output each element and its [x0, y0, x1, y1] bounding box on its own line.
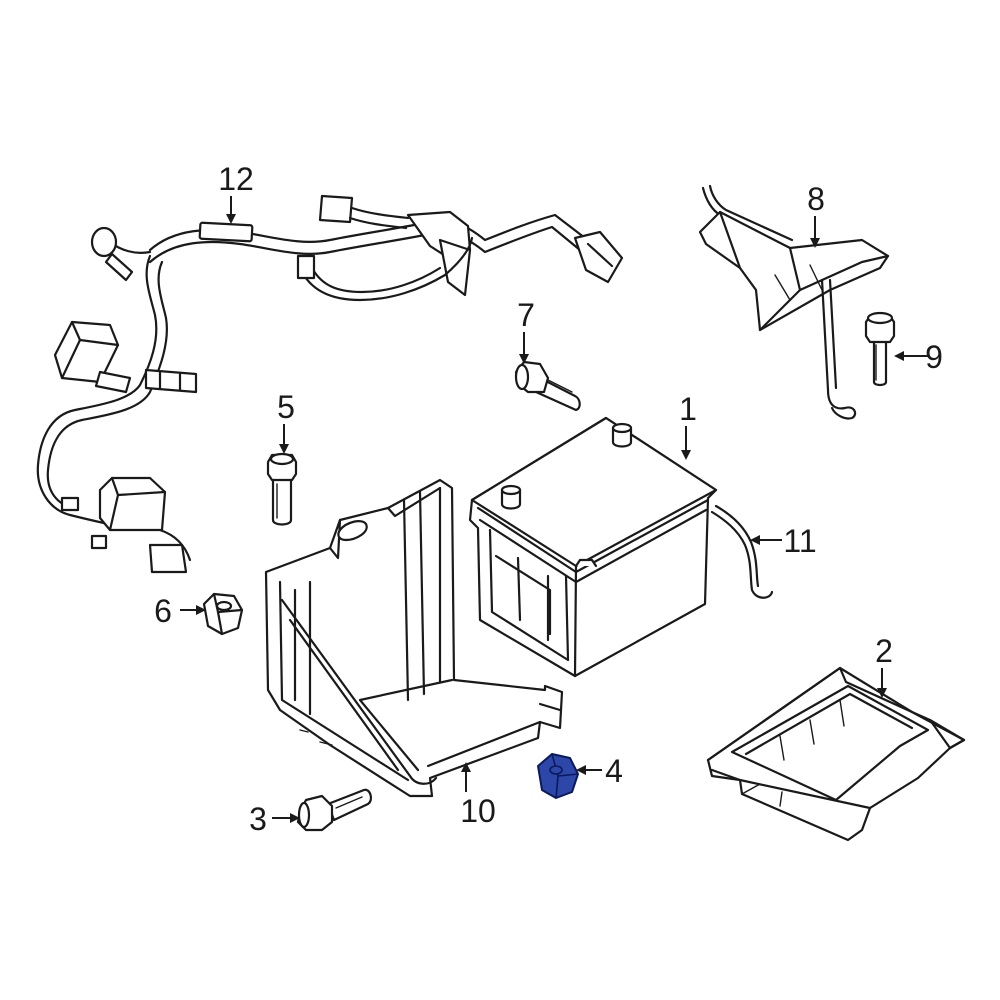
callout-4: 4: [605, 753, 623, 789]
callout-6: 6: [154, 593, 172, 629]
callout-2: 2: [875, 633, 893, 669]
bolt-7[interactable]: [514, 360, 581, 412]
bolt-3[interactable]: [296, 788, 373, 832]
callout-10: 10: [460, 793, 496, 829]
callout-8: 8: [807, 181, 825, 217]
callout-3: 3: [249, 801, 267, 837]
battery[interactable]: [468, 416, 718, 678]
callout-labels: 12 8 9 7 1 5 11 6 2 4 10 3: [154, 161, 943, 837]
callout-7: 7: [517, 297, 535, 333]
callout-5: 5: [277, 389, 295, 425]
callout-9: 9: [925, 339, 943, 375]
wiring-harness[interactable]: [36, 194, 624, 574]
callout-1: 1: [679, 391, 697, 427]
cable-11[interactable]: [710, 504, 774, 599]
battery-tray[interactable]: [264, 478, 564, 798]
callout-11: 11: [783, 523, 816, 559]
nut-6[interactable]: [202, 592, 244, 636]
battery-tray-insulator[interactable]: [706, 666, 966, 842]
callout-12: 12: [218, 161, 254, 197]
bolt-9[interactable]: [864, 311, 896, 387]
callout-arrows: [180, 196, 928, 823]
battery-hold-down-bracket[interactable]: [698, 184, 890, 420]
bolt-5[interactable]: [266, 452, 298, 526]
nut-4-highlighted[interactable]: [537, 753, 579, 799]
